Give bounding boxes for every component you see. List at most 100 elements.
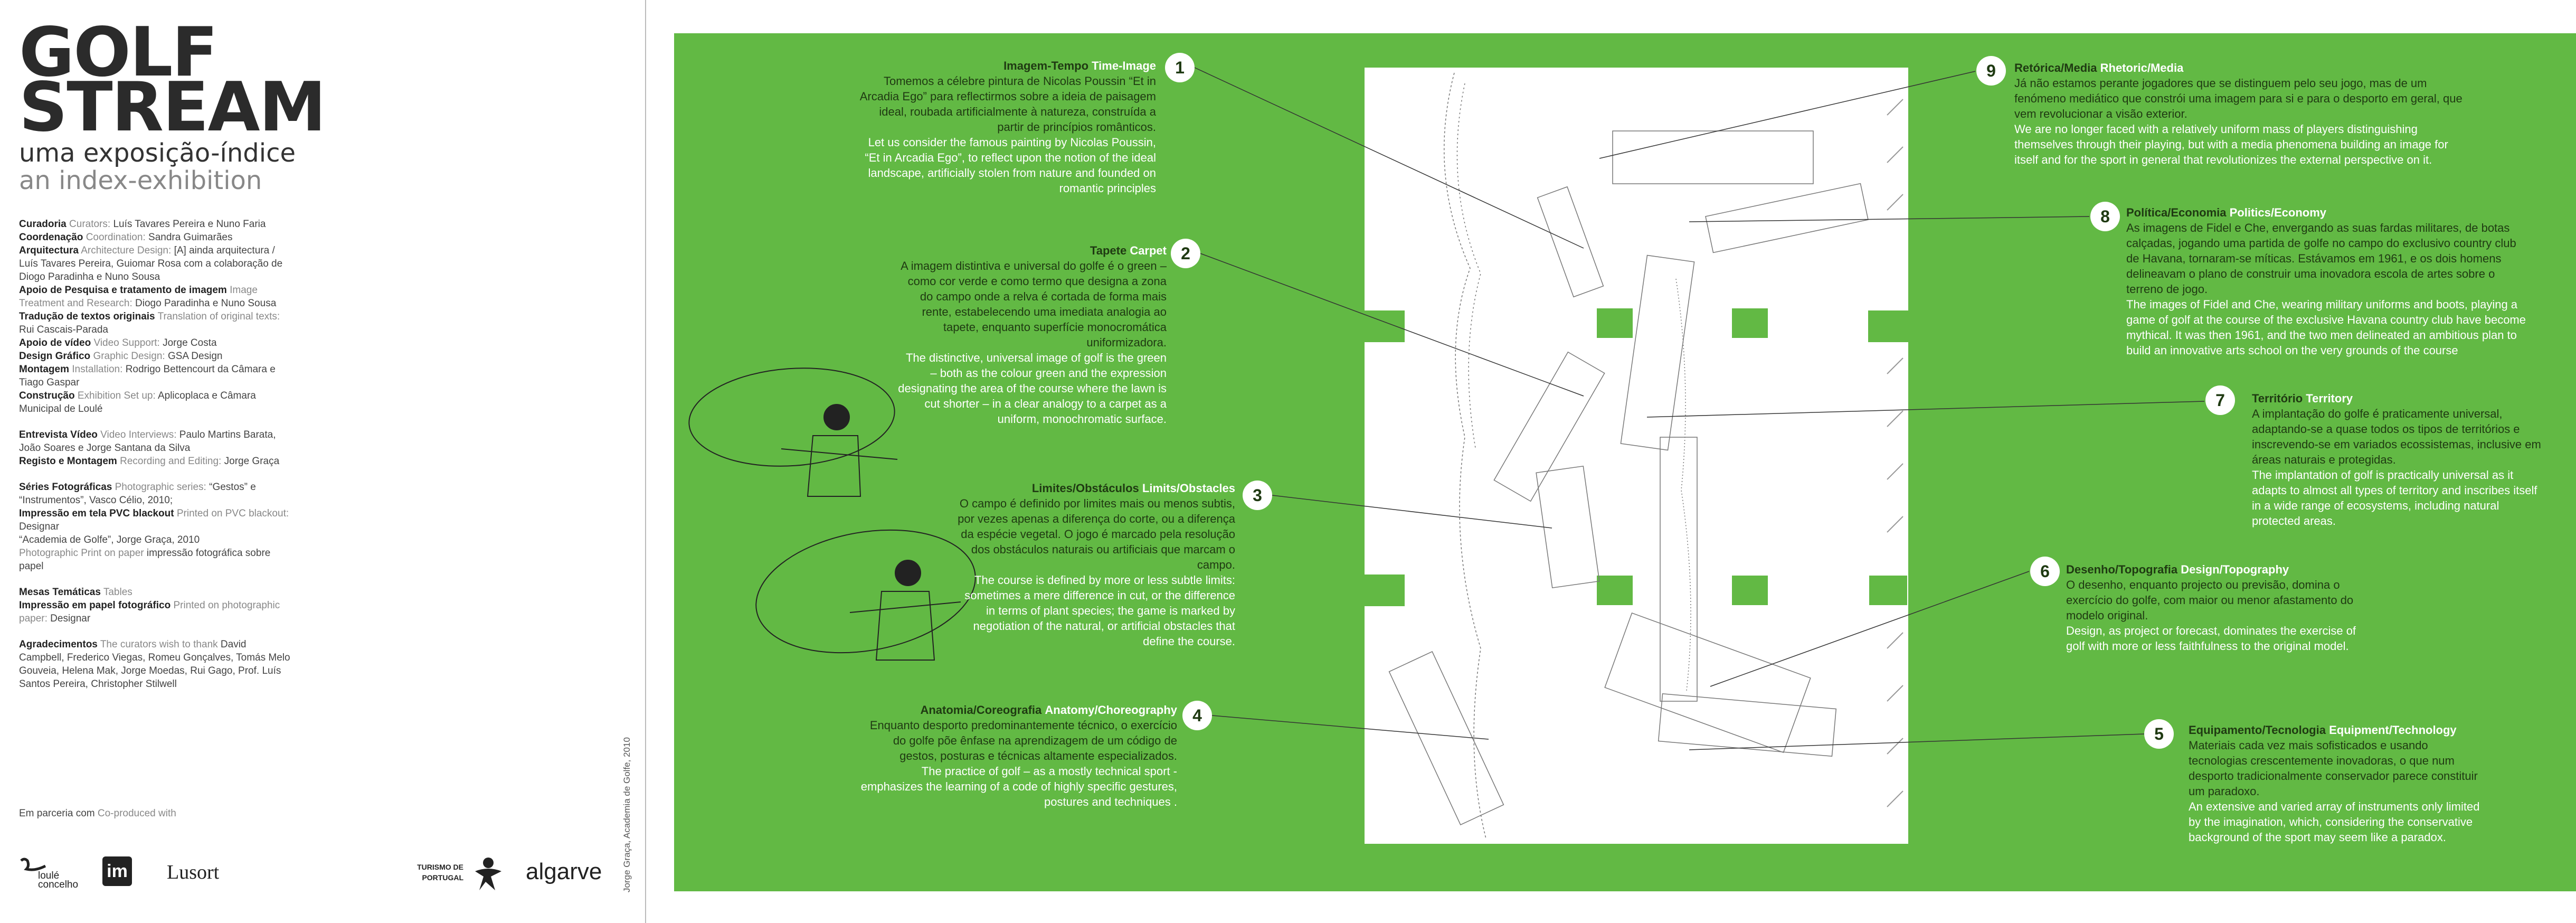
credit-name: Jorge Graça (224, 456, 280, 467)
credit-role-en: Image Treatment and Research: (19, 285, 258, 309)
credit-role: Impressão em papel fotográfico (19, 600, 171, 611)
credit-role: Agradecimentos (19, 639, 98, 650)
entry-number-3: 3 (1243, 481, 1272, 510)
credit-role-en: Installation: (72, 364, 123, 375)
credit-role-en: Graphic Design: (93, 351, 165, 362)
credit-role-en: Printed on photographic paper: (19, 600, 280, 624)
credit-line: Impressão em papel fotográfico Printed o… (19, 599, 293, 625)
entry-text-pt: A implantação do golfe é praticamente un… (2252, 407, 2541, 466)
credit-role-en: Exhibition Set up: (77, 390, 156, 401)
entry-number-1: 1 (1165, 53, 1195, 82)
entry-title-en: Anatomy/Choreography (1045, 703, 1177, 717)
entry-title-en: Politics/Economy (2229, 206, 2327, 219)
entry-text-en: The distinctive, universal image of golf… (898, 351, 1167, 426)
credits-group: Curadoria Curators: Luís Tavares Pereira… (19, 218, 293, 416)
entry-title-en: Time-Image (1092, 59, 1156, 72)
credit-line: Mesas Temáticas Tables (19, 586, 293, 599)
entry-title-pt: Desenho/Topografia (2066, 563, 2178, 576)
credit-role-en: Coordination: (86, 232, 146, 243)
credit-line: Agradecimentos The curators wish to than… (19, 638, 293, 691)
entry-title-pt: Política/Economia (2126, 206, 2227, 219)
entry-number-7: 7 (2205, 385, 2235, 415)
credit-role-en: Translation of original texts: (157, 311, 280, 322)
credit-role-en: Curators: (69, 219, 111, 230)
loule-text: loulé concelho (38, 870, 79, 890)
entry-title-pt: Retórica/Media (2014, 61, 2097, 74)
credit-name: [A] ainda arquitectura / Luís Tavares Pe… (19, 245, 283, 282)
credit-name: Aplicoplaca e Câmara Municipal de Loulé (19, 390, 256, 415)
credit-name: “Academia de Golfe”, Jorge Graça, 2010 (19, 534, 200, 545)
credit-line: Tradução de textos originais Translation… (19, 310, 293, 336)
credit-role-en: Recording and Editing: (120, 456, 222, 467)
entry-text-pt: A imagem distintiva e universal do golfe… (901, 259, 1167, 349)
credit-line: Séries Fotográficas Photographic series:… (19, 481, 293, 507)
credit-role: Coordenação (19, 232, 83, 243)
im-logo-text: im (107, 861, 128, 881)
entry-text-pt: Materiais cada vez mais sofisticados e u… (2189, 739, 2478, 798)
entry-title-en: Territory (2306, 392, 2353, 405)
credit-line: Photographic Print on paper impressão fo… (19, 547, 293, 573)
credits-group: Mesas Temáticas Tables Impressão em pape… (19, 586, 293, 625)
credit-name: impressão fotográfica sobre papel (19, 548, 271, 572)
entry-number-2: 2 (1171, 239, 1200, 268)
lusort-logo: Lusort (167, 861, 220, 883)
entry-title-en: Design/Topography (2181, 563, 2289, 576)
entry-title-pt: Imagem-Tempo (1003, 59, 1089, 72)
subtitle-portuguese: uma exposição-índice (19, 138, 296, 168)
vertical-photo-credit: Jorge Graça, Academia de Golfe, 2010 (622, 737, 632, 892)
credit-line: Montagem Installation: Rodrigo Bettencou… (19, 363, 293, 389)
credits-group: Entrevista Vídeo Video Interviews: Paulo… (19, 428, 293, 468)
credit-line: Impressão em tela PVC blackout Printed o… (19, 507, 293, 533)
entry-7: Território Territory A implantação do go… (2252, 391, 2547, 529)
credit-role-en: Tables (103, 587, 132, 598)
credit-name: Designar (50, 613, 91, 624)
entry-title-en: Carpet (1130, 244, 1167, 257)
map-notch-left-lower (1362, 574, 1405, 606)
entry-5: Equipamento/Tecnologia Equipment/Technol… (2189, 722, 2484, 845)
entry-text-en: An extensive and varied array of instrum… (2189, 800, 2480, 844)
entry-text-pt: Tomemos a célebre pintura de Nicolas Pou… (859, 74, 1156, 134)
stylized-figure-icon (475, 858, 501, 890)
credits-list: Curadoria Curators: Luís Tavares Pereira… (19, 218, 293, 703)
entry-title-pt: Equipamento/Tecnologia (2189, 723, 2326, 737)
credit-name: Rodrigo Bettencourt da Câmara e Tiago Ga… (19, 364, 276, 388)
entry-number-6: 6 (2030, 557, 2060, 586)
exhibition-title: GOLF STREAM (19, 19, 326, 142)
partners-label: Em parceria com Co-produced with (19, 808, 176, 820)
entry-text-pt: O desenho, enquanto projecto ou previsão… (2066, 578, 2354, 622)
entry-title-pt: Tapete (1090, 244, 1127, 257)
credit-role: Montagem (19, 364, 69, 375)
credit-name: Rui Cascais-Parada (19, 324, 108, 335)
credit-role-en: Video Interviews: (100, 429, 177, 440)
entry-number-4: 4 (1182, 701, 1212, 730)
credit-name: Jorge Costa (163, 337, 217, 349)
column-divider (645, 0, 646, 923)
credit-role: Entrevista Vídeo (19, 429, 98, 440)
entry-number-9: 9 (1976, 56, 2006, 86)
credit-name: Luís Tavares Pereira e Nuno Faria (113, 219, 266, 230)
credit-name: Diogo Paradinha e Nuno Sousa (135, 298, 277, 309)
credit-role-en: Video Support: (93, 337, 160, 349)
credit-line: Arquitectura Architecture Design: [A] ai… (19, 244, 293, 284)
entry-text-en: Design, as project or forecast, dominate… (2066, 624, 2356, 653)
credit-name: Designar (19, 521, 60, 532)
credit-role: Curadoria (19, 219, 67, 230)
credit-role: Apoio de Pesquisa e tratamento de imagem (19, 285, 227, 296)
entry-3: Limites/Obstáculos Limits/Obstacles O ca… (955, 481, 1235, 649)
credit-role-en: Printed on PVC blackout: (176, 508, 289, 519)
entry-text-pt: Já não estamos perante jogadores que se … (2014, 77, 2463, 120)
credit-role-en: Architecture Design: (81, 245, 172, 256)
entry-8: Política/Economia Politics/Economy As im… (2126, 205, 2527, 358)
entry-title-en: Rhetoric/Media (2100, 61, 2184, 74)
credit-role: Tradução de textos originais (19, 311, 155, 322)
entry-title-en: Equipment/Technology (2329, 723, 2457, 737)
entry-text-en: We are no longer faced with a relatively… (2014, 123, 2448, 166)
green-pad (1596, 307, 1634, 339)
entry-1: Imagem-Tempo Time-Image Tomemos a célebr… (855, 58, 1156, 196)
entry-2: Tapete Carpet A imagem distintiva e univ… (897, 243, 1167, 427)
credit-name: Sandra Guimarães (148, 232, 233, 243)
entry-title-pt: Limites/Obstáculos (1031, 482, 1139, 495)
map-notch-right-upper (1868, 310, 1910, 342)
entry-title-pt: Anatomia/Coreografia (920, 703, 1042, 717)
entry-number-5: 5 (2144, 719, 2174, 749)
